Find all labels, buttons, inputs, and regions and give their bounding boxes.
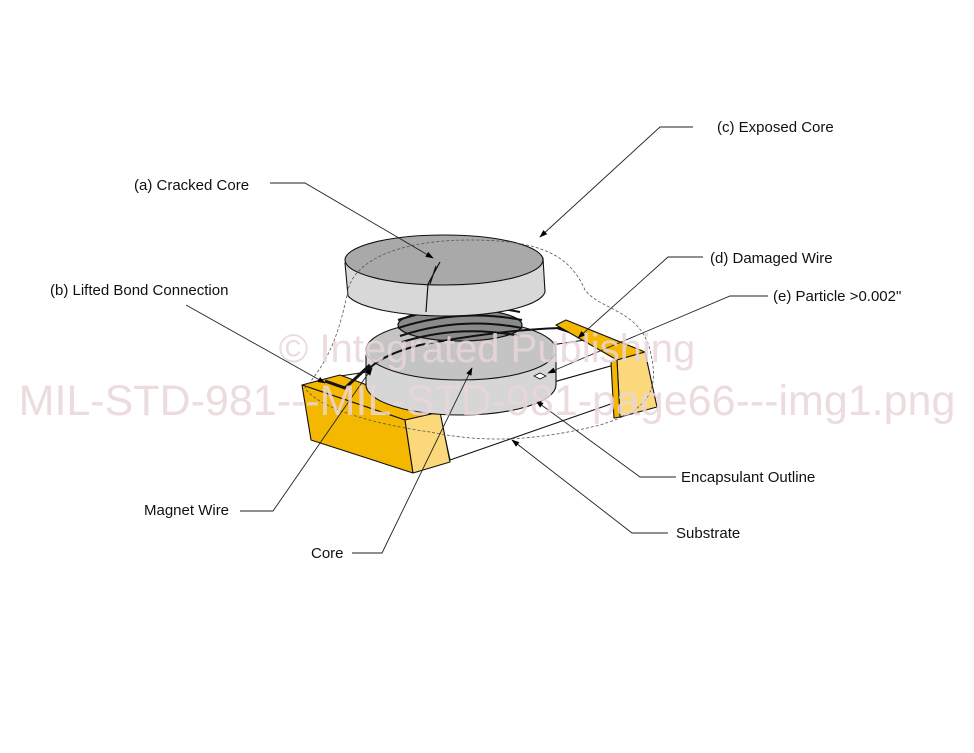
label-magnet-wire: Magnet Wire bbox=[144, 502, 229, 519]
label-cracked-core: (a) Cracked Core bbox=[134, 177, 249, 194]
leader-lines bbox=[185, 126, 768, 554]
label-damaged-wire: (d) Damaged Wire bbox=[710, 250, 833, 267]
label-lifted-bond: (b) Lifted Bond Connection bbox=[50, 282, 228, 299]
label-exposed-core: (c) Exposed Core bbox=[717, 119, 834, 136]
encapsulant-outline bbox=[304, 239, 654, 440]
particle-mark bbox=[533, 372, 547, 380]
label-particle: (e) Particle >0.002" bbox=[773, 288, 901, 305]
label-encapsulant-outline: Encapsulant Outline bbox=[681, 469, 815, 486]
crack-mark bbox=[425, 261, 441, 313]
right-terminal bbox=[555, 319, 658, 419]
label-core: Core bbox=[311, 545, 344, 562]
watermark-copyright: © Integrated Publishing bbox=[279, 327, 695, 371]
label-substrate: Substrate bbox=[676, 525, 740, 542]
top-core-disc bbox=[344, 234, 546, 317]
watermark-filename: MIL-STD-981---MIL-STD-981-page66---img1.… bbox=[19, 377, 956, 425]
